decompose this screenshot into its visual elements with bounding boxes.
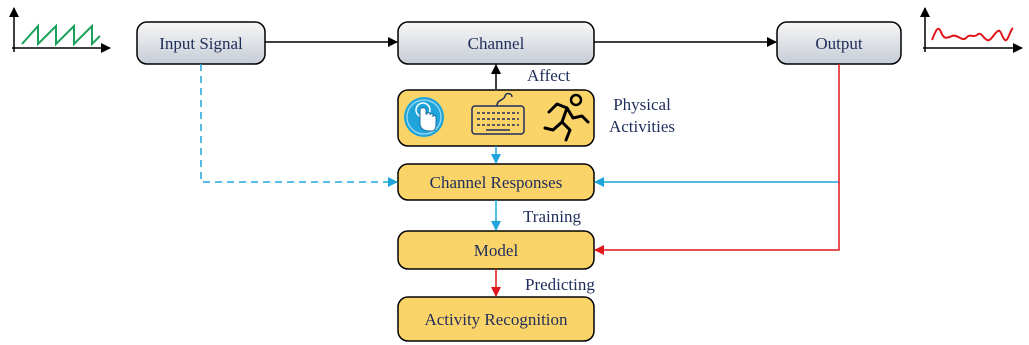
output-to-model-arrow: [594, 64, 840, 255]
keyboard-icon: [471, 92, 525, 135]
running-person-icon: [543, 93, 590, 142]
channel-label: Channel: [468, 34, 525, 53]
sawtooth-wave-icon: [9, 7, 111, 53]
model-node: Model: [397, 230, 595, 270]
input-signal-node: Input Signal: [136, 21, 266, 65]
input-signal-label: Input Signal: [159, 34, 243, 53]
noisy-wave-icon: [920, 7, 1023, 53]
physical-activities-line2: Activities: [609, 117, 675, 136]
affect-label: Affect: [527, 66, 570, 85]
output-label: Output: [815, 34, 863, 53]
activity-recognition-node: Activity Recognition: [397, 296, 595, 342]
channel-responses-label: Channel Responses: [430, 173, 563, 192]
output-node: Output: [776, 21, 902, 65]
model-label: Model: [474, 241, 519, 260]
physical-activities-box: [397, 89, 595, 147]
touch-icon: [404, 97, 444, 137]
input-to-responses-dashed-arrow: [200, 64, 398, 187]
channel-responses-node: Channel Responses: [397, 163, 595, 201]
activity-recognition-label: Activity Recognition: [424, 310, 568, 329]
physical-activities-line1: Physical: [613, 95, 671, 114]
training-label: Training: [523, 207, 581, 226]
predicting-label: Predicting: [525, 275, 595, 294]
channel-node: Channel: [397, 21, 595, 65]
